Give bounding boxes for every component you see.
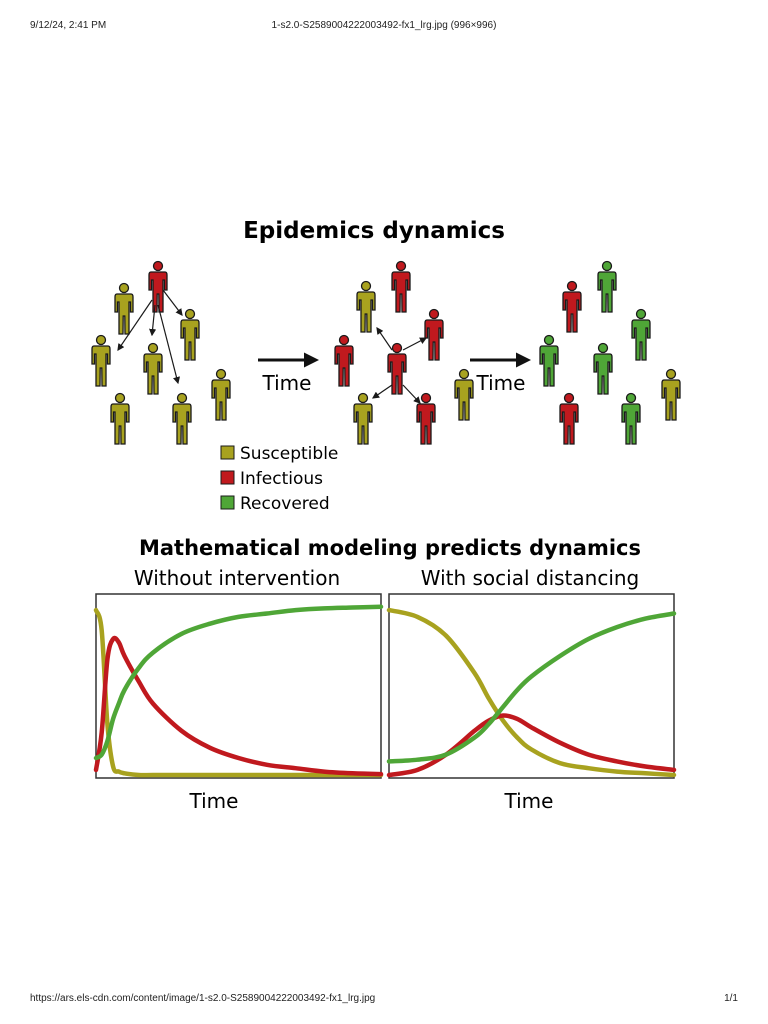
- person-icon-infectious: [424, 308, 444, 361]
- person-icon-infectious: [562, 280, 582, 333]
- print-date: 9/12/24, 2:41 PM: [30, 20, 107, 31]
- person-icon-recovered: [539, 334, 559, 387]
- person-icon-recovered: [597, 260, 617, 313]
- person-icon-infectious: [391, 260, 411, 313]
- person-icon-infectious: [334, 334, 354, 387]
- person-icon-recovered: [593, 342, 613, 395]
- person-icon-infectious: [387, 342, 407, 395]
- chart-lines: [93, 604, 677, 778]
- chart-title-without-intervention: Without intervention: [134, 566, 340, 590]
- legend-label-infectious: Infectious: [240, 469, 323, 489]
- person-icon-susceptible: [110, 392, 130, 445]
- chart-xlabel-without-intervention: Time: [189, 789, 239, 813]
- series-line-recovered-chart-1: [93, 604, 384, 761]
- modeling-title: Mathematical modeling predicts dynamics: [139, 536, 641, 560]
- chart-xlabel-social-distancing: Time: [504, 789, 554, 813]
- series-line-infectious-chart-1: [93, 635, 384, 777]
- legend-label-recovered: Recovered: [240, 494, 330, 514]
- person-icon-infectious: [416, 392, 436, 445]
- person-icon-susceptible: [143, 342, 163, 395]
- print-url: https://ars.els-cdn.com/content/image/1-…: [30, 993, 376, 1004]
- legend-label-susceptible: Susceptible: [240, 444, 338, 464]
- people-groups: [91, 260, 681, 445]
- series-line-infectious-chart-2: [386, 713, 677, 778]
- print-page-number: 1/1: [724, 993, 738, 1004]
- time-arrow-label-1: Time: [262, 371, 312, 395]
- person-icon-susceptible: [91, 334, 111, 387]
- person-icon-susceptible: [353, 392, 373, 445]
- series-line-susceptible-chart-2: [386, 607, 677, 778]
- legend: Susceptible Infectious Recovered: [220, 444, 338, 514]
- legend-swatch-infectious: [220, 470, 235, 485]
- person-icon-susceptible: [454, 368, 474, 421]
- chart-frame-social-distancing: [388, 593, 675, 779]
- figure-title: Epidemics dynamics: [243, 218, 505, 244]
- spread-arrows-left: [117, 289, 183, 385]
- legend-swatch-recovered: [220, 495, 235, 510]
- series-line-recovered-chart-2: [386, 611, 677, 764]
- series-line-susceptible-chart-1: [93, 607, 384, 778]
- person-icon-susceptible: [211, 368, 231, 421]
- person-icon-recovered: [621, 392, 641, 445]
- person-icon-susceptible: [180, 308, 200, 361]
- person-icon-susceptible: [114, 282, 134, 335]
- person-icon-susceptible: [356, 280, 376, 333]
- print-title: 1-s2.0-S2589004222003492-fx1_lrg.jpg (99…: [271, 20, 497, 31]
- person-icon-infectious: [148, 260, 168, 313]
- person-icon-infectious: [559, 392, 579, 445]
- spread-arrows-middle: [372, 327, 428, 404]
- person-icon-susceptible: [172, 392, 192, 445]
- chart-frame-without-intervention: [95, 593, 382, 779]
- person-icon-recovered: [631, 308, 651, 361]
- legend-swatch-susceptible: [220, 445, 235, 460]
- person-icon-susceptible: [661, 368, 681, 421]
- time-arrow-label-2: Time: [476, 371, 526, 395]
- chart-title-social-distancing: With social distancing: [421, 566, 640, 590]
